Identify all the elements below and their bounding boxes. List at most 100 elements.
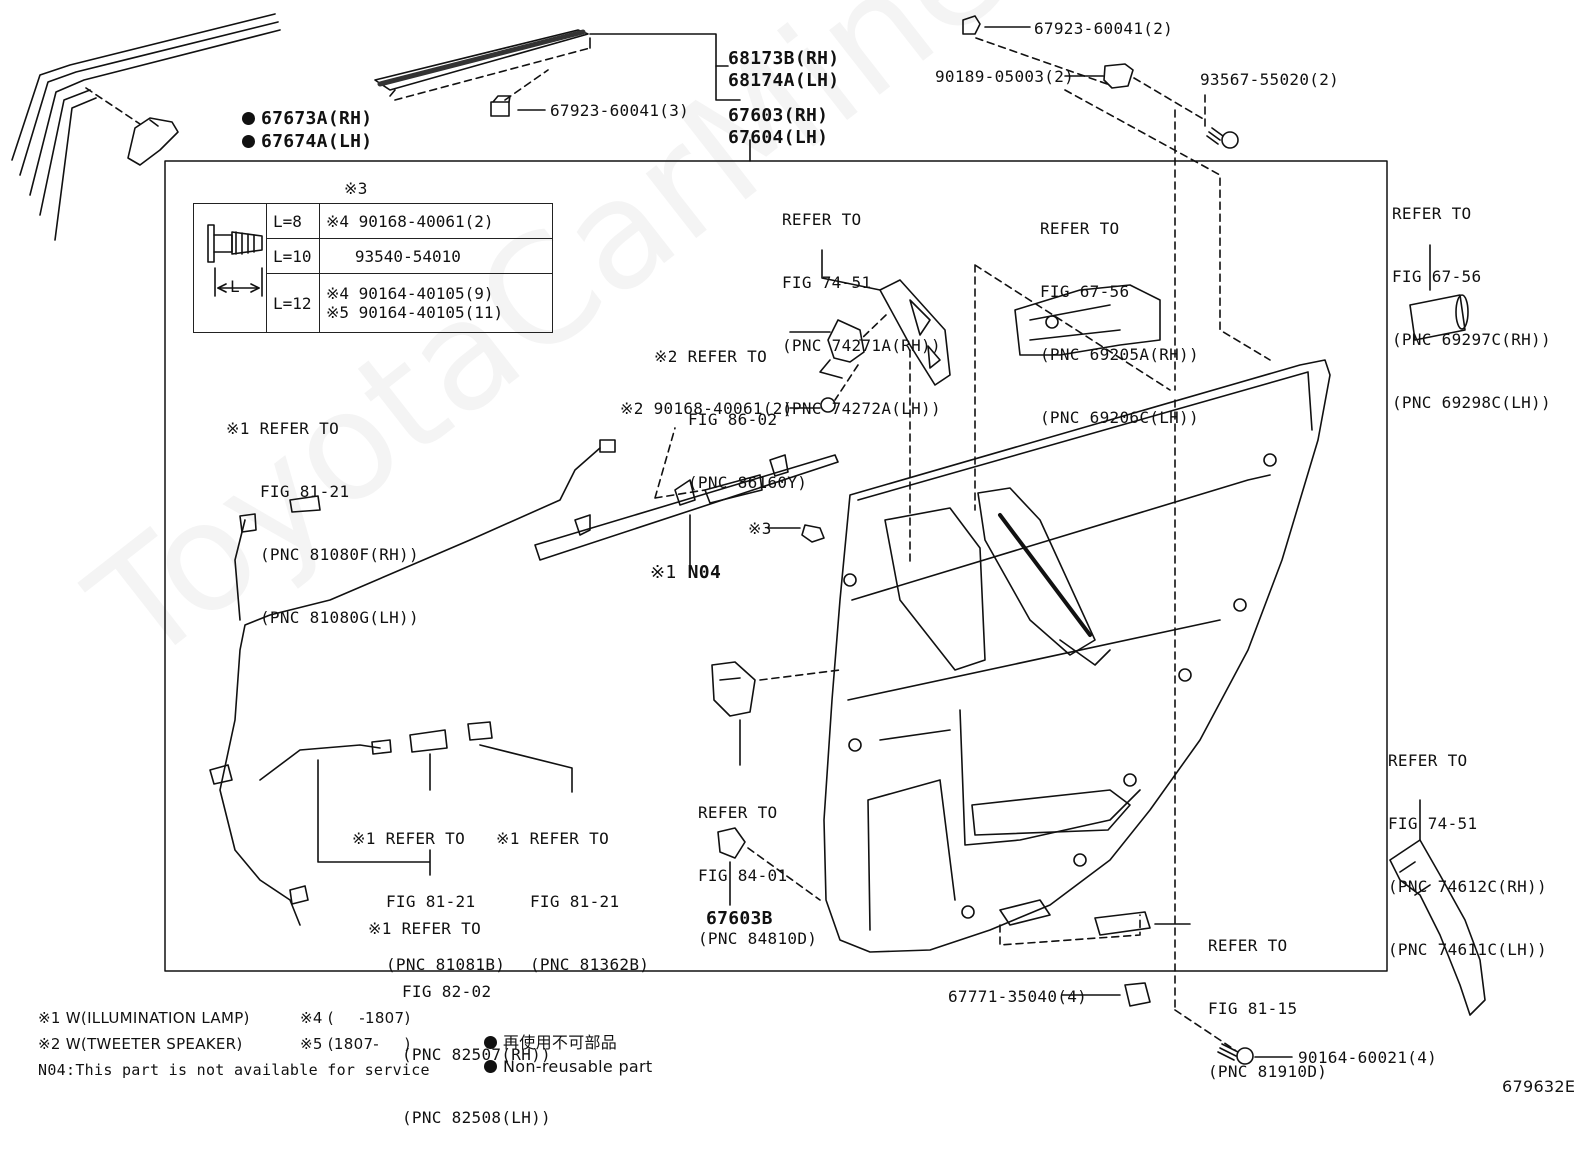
clip-top-part (490, 95, 511, 117)
armrest-garnish-part (1389, 839, 1486, 1016)
part-number-cell: ※4 90164-40105(9)※5 90164-40105(11) (319, 273, 553, 333)
garnish-lh-text: 67674A(LH) (261, 131, 373, 152)
mark-text: ※1 (650, 562, 677, 583)
mark-text: ※2 (620, 399, 644, 418)
part-label-glass-run-lh[interactable]: 68174A(LH) (728, 70, 840, 91)
length-cell: L=12 (266, 273, 320, 333)
part-number-text: ※4 90164-40105(9) (326, 284, 494, 303)
ref-line: (PNC 81081B) (386, 955, 506, 974)
ref-line: (PNC 74612C(RH)) (1388, 877, 1547, 896)
diagram-id: 679632E (1502, 1077, 1576, 1096)
non-reusable-bullet-icon (242, 112, 255, 125)
part-label-tweeter-screw[interactable]: ※2 90168-40061(2) (620, 398, 793, 419)
clip-67603b-part (717, 827, 746, 859)
screw-length-icon: L (193, 203, 267, 333)
parts-diagram (11, 13, 1486, 1065)
bottom-screw-part (1217, 1043, 1254, 1065)
ref-line: FIG 82-02 (402, 982, 492, 1001)
legend-en-text: Non-reusable part (503, 1057, 653, 1076)
part-number-cell: 93540-54010 (319, 238, 553, 274)
ref-fig-81-21-lamp-a[interactable]: ※1 REFER TO FIG 81-21 (PNC 81080F(RH)) (… (226, 376, 419, 649)
part-label-screw[interactable]: 93567-55020(2) (1200, 70, 1340, 89)
ref-line: (PNC 74272A(LH)) (782, 399, 941, 418)
part-label-panel-rh[interactable]: 67603(RH) (728, 105, 829, 126)
ref-fig-74-51-switch[interactable]: REFER TO FIG 74-51 (PNC 74271A(RH)) (PNC… (782, 167, 941, 440)
ref-line: (PNC 81362B) (530, 955, 650, 974)
ref-line: (PNC 74271A(RH)) (782, 336, 941, 355)
table-row: L=12 ※4 90164-40105(9)※5 90164-40105(11) (194, 273, 553, 333)
ref-line: FIG 81-15 (1208, 999, 1298, 1018)
legend-note-n04: N04:This part is not available for servi… (38, 1061, 430, 1079)
clip-mark3-part (801, 524, 825, 543)
ref-line: FIG 86-02 (688, 410, 778, 429)
ref-line: REFER TO (259, 419, 340, 438)
ref-line: FIG 84-01 (698, 866, 788, 885)
ref-line: REFER TO (529, 829, 610, 848)
door-frame-drawing (11, 13, 281, 241)
mark3-label: ※3 (748, 519, 772, 538)
part-label-clip-topright[interactable]: 67923-60041(2) (1034, 19, 1174, 38)
mark-text: ※1 (226, 419, 250, 438)
ref-line: REFER TO (687, 347, 768, 366)
legend-nonreusable-en: Non-reusable part (484, 1056, 652, 1077)
ref-line: FIG 74-51 (1388, 814, 1478, 833)
n04-text: N04 (687, 562, 722, 583)
ref-line: (PNC 82508(LH)) (402, 1108, 551, 1127)
ref-line: FIG 74-51 (782, 273, 872, 292)
ref-line: (PNC 84810D) (698, 929, 818, 948)
lamp-connectors-part (409, 721, 493, 753)
glass-run-part (374, 29, 589, 97)
tweeter-part (819, 319, 865, 379)
mark-text: ※2 (654, 347, 678, 366)
part-label-garnish-lh[interactable]: 67674A(LH) (242, 131, 372, 153)
ref-fig-81-21-lamp-b[interactable]: ※1 REFER TO FIG 81-21 (PNC 81081B) (352, 786, 505, 996)
part-label-glass-run-rh[interactable]: 68173B(RH) (728, 48, 840, 69)
ref-line: (PNC 86160Y) (688, 473, 808, 492)
legend-note-1: ※1 W(ILLUMINATION LAMP) (38, 1009, 250, 1027)
part-label-panel-lh[interactable]: 67604(LH) (728, 127, 829, 148)
ref-line: FIG 81-21 (260, 482, 350, 501)
part-label-bottom-screw[interactable]: 90164-60021(4) (1298, 1048, 1438, 1067)
ref-line: FIG 81-21 (386, 892, 476, 911)
spec-table-title: ※3 (344, 179, 368, 198)
door-trim-panel (823, 359, 1331, 953)
part-label-clip-top[interactable]: 67923-60041(3) (550, 101, 690, 120)
garnish-part (127, 117, 179, 166)
ref-fig-86-02-tweeter[interactable]: ※2 REFER TO FIG 86-02 (PNC 86160Y) (654, 304, 807, 514)
part-number-text: 90168-40061(2) (653, 399, 793, 418)
ref-fig-81-15-switch[interactable]: REFER TO FIG 81-15 (PNC 81910D) (1208, 893, 1327, 1103)
ref-line: REFER TO (1040, 219, 1120, 238)
ref-line: (PNC 69205A(RH)) (1040, 345, 1199, 364)
ref-line: REFER TO (1388, 751, 1468, 770)
inside-handle-part (1014, 284, 1161, 356)
nut-part (1103, 63, 1134, 89)
mark-text: ※1 (368, 919, 392, 938)
legend-nonreusable-jp: 再使用不可部品 (484, 1032, 617, 1053)
part-label-garnish-rh[interactable]: 67673A(RH) (242, 108, 372, 130)
part-label-bottom-clip[interactable]: 67771-35040(4) (948, 987, 1088, 1006)
table-row: L L=8 ※4 90168-40061(2) (193, 203, 553, 333)
part-label-nut[interactable]: 90189-05003(2) (935, 67, 1075, 86)
legend-note-4: ※4 ( -1807) (300, 1009, 411, 1027)
n04-bracket-part (534, 454, 839, 561)
part-label-n04[interactable]: ※1 N04 (650, 562, 721, 584)
non-reusable-bullet-icon (484, 1060, 497, 1073)
ref-line: (PNC 81910D) (1208, 1062, 1328, 1081)
ref-line: (PNC 81080F(RH)) (260, 545, 419, 564)
ref-line: (PNC 81080G(LH)) (260, 608, 419, 627)
ref-fig-67-56-handle[interactable]: REFER TO FIG 67-56 (PNC 69205A(RH)) (PNC… (1040, 176, 1199, 449)
legend-note-2: ※2 W(TWEETER SPEAKER) (38, 1035, 243, 1053)
handle-cap-part (1409, 294, 1469, 341)
non-reusable-bullet-icon (484, 1036, 497, 1049)
legend-jp-text: 再使用不可部品 (503, 1033, 618, 1052)
wire-harness-part (209, 439, 616, 926)
ref-fig-81-21-lamp-c[interactable]: ※1 REFER TO FIG 81-21 (PNC 81362B) (496, 786, 649, 996)
part-label-clip-67603b[interactable]: 67603B (706, 908, 773, 929)
ref-fig-74-51-garnish[interactable]: REFER TO FIG 74-51 (PNC 74612C(RH)) (PNC… (1388, 708, 1547, 981)
ref-fig-67-56-cap[interactable]: REFER TO FIG 67-56 (PNC 69297C(RH)) (PNC… (1392, 161, 1551, 434)
lamp-bracket-part (711, 661, 756, 717)
ref-fig-84-01-lamp[interactable]: REFER TO FIG 84-01 (PNC 84810D) (698, 760, 817, 970)
part-number-text: ※5 90164-40105(11) (326, 303, 504, 322)
ref-line: REFER TO (782, 210, 862, 229)
fastener-spec-table: L L=8 ※4 90168-40061(2) L=10 93540-54010… (193, 203, 553, 333)
